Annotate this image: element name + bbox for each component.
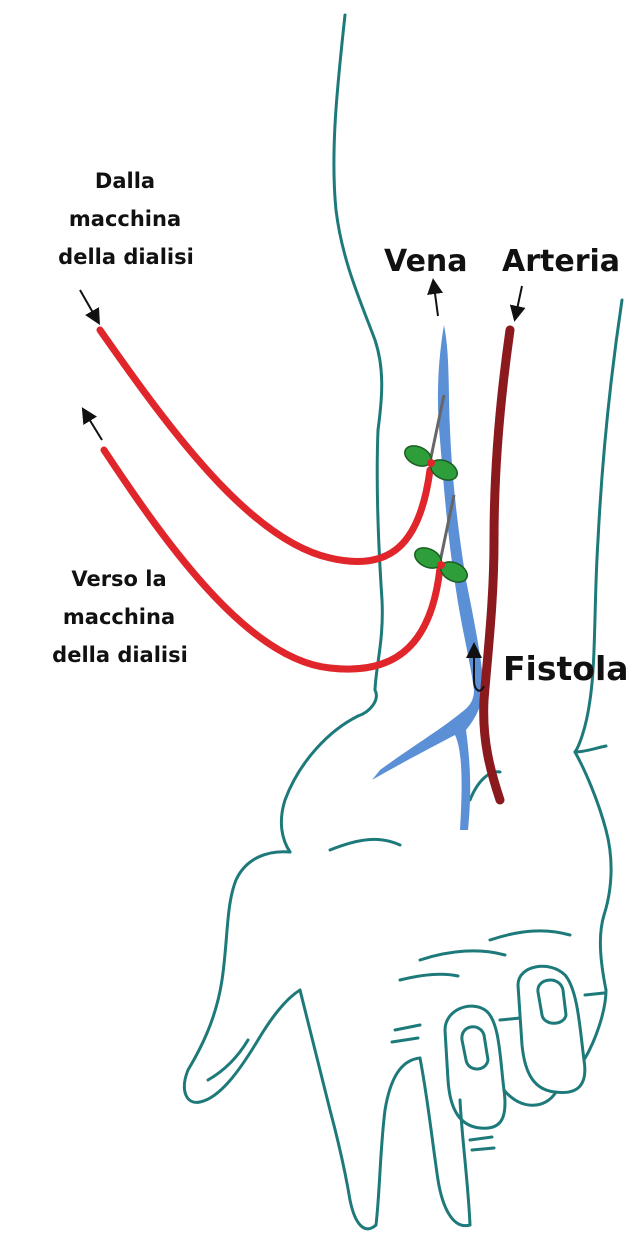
folded-finger bbox=[445, 1006, 505, 1128]
finger-tip-edge bbox=[504, 1090, 556, 1105]
arrow-icon bbox=[86, 414, 102, 440]
hand-upper-right-edge bbox=[575, 752, 611, 990]
palm-crease bbox=[472, 1148, 494, 1150]
arrow-icon bbox=[80, 290, 96, 318]
palm-crease bbox=[490, 931, 570, 940]
palm-crease bbox=[395, 1025, 420, 1030]
wrist-crease bbox=[575, 746, 606, 752]
label-from-machine-line-2: macchina bbox=[40, 200, 210, 238]
palm-crease bbox=[420, 951, 505, 960]
needle-upper bbox=[402, 395, 461, 484]
label-to-machine-line-3: della dialisi bbox=[20, 636, 220, 674]
wrist-crease bbox=[358, 690, 376, 716]
forearm-left-contour bbox=[334, 15, 382, 690]
hand-upper-edge bbox=[281, 716, 358, 852]
label-artery: Arteria bbox=[502, 244, 620, 280]
palm-crease bbox=[470, 1137, 492, 1140]
arrow-icon bbox=[434, 286, 438, 316]
label-to-machine-line-2: macchina bbox=[34, 598, 204, 636]
finger-outline bbox=[376, 1058, 420, 1225]
wrist-tendon-line bbox=[330, 839, 400, 850]
label-fistula: Fistola bbox=[503, 651, 629, 687]
folded-finger bbox=[518, 966, 585, 1092]
thumb-outline bbox=[184, 852, 300, 1103]
artery bbox=[484, 330, 510, 800]
needle-hub bbox=[427, 459, 435, 467]
palm-crease bbox=[500, 1018, 520, 1020]
arrow-icon bbox=[516, 286, 522, 314]
artery-main bbox=[484, 330, 510, 800]
label-from-machine-line-3: della dialisi bbox=[26, 238, 226, 276]
fingernail bbox=[462, 1027, 488, 1069]
fingernail bbox=[538, 980, 566, 1023]
palm-crease bbox=[400, 974, 458, 980]
label-to-machine-line-1: Verso la bbox=[34, 560, 204, 598]
palm-crease bbox=[392, 1038, 418, 1042]
palm-lower-edge bbox=[300, 990, 376, 1229]
finger-tip-edge bbox=[584, 990, 606, 1060]
thumb-crease bbox=[208, 1040, 248, 1080]
label-vein: Vena bbox=[384, 244, 468, 280]
palm-crease bbox=[585, 993, 604, 995]
arm-hand-outline bbox=[184, 15, 622, 1229]
label-from-machine-line-1: Dalla bbox=[40, 162, 210, 200]
needle-hub bbox=[437, 561, 445, 569]
